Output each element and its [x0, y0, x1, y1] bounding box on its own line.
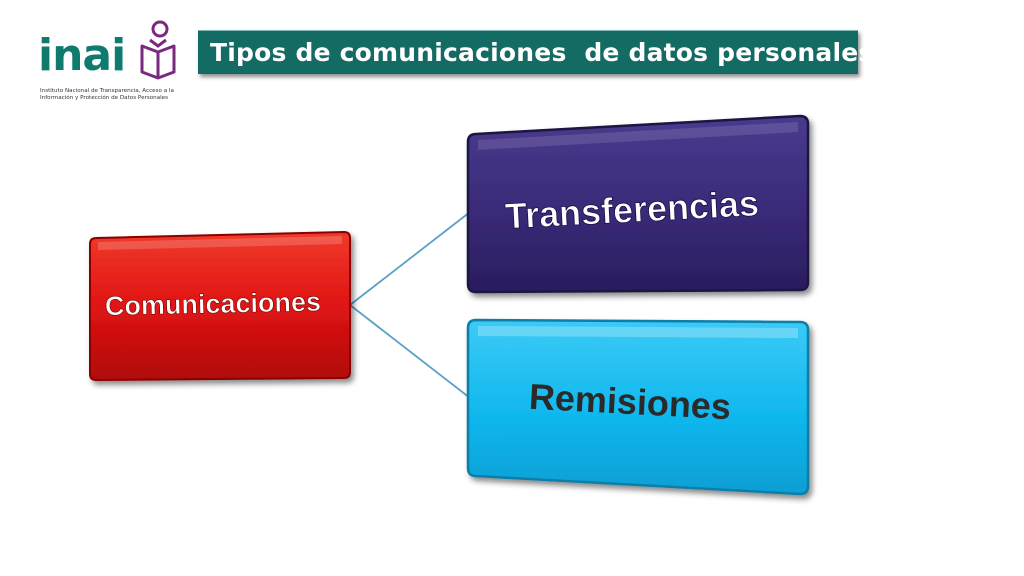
logo-caption: Instituto Nacional de Transparencia, Acc… [40, 88, 190, 102]
node-comunicaciones: Comunicaciones [89, 230, 351, 382]
logo-caption-line2: Información y Protección de Datos Person… [40, 94, 169, 101]
logo-caption-line1: Instituto Nacional de Transparencia, Acc… [40, 88, 174, 94]
node-comunicaciones-label: Comunicaciones [105, 287, 322, 322]
page-title: Tipos de comunicaciones de datos persona… [210, 38, 874, 67]
connector-root-to-transferencias [349, 211, 471, 306]
connector-root-to-remisiones [349, 304, 471, 399]
inai-logo: inai Instituto Nacional de Transparencia… [36, 18, 186, 108]
person-book-icon [140, 20, 176, 80]
logo-wordmark: inai [38, 30, 126, 81]
node-transferencias: Transferencias [466, 114, 810, 294]
node-remisiones: Remisiones [466, 318, 810, 496]
title-banner: Tipos de comunicaciones de datos persona… [198, 30, 873, 74]
